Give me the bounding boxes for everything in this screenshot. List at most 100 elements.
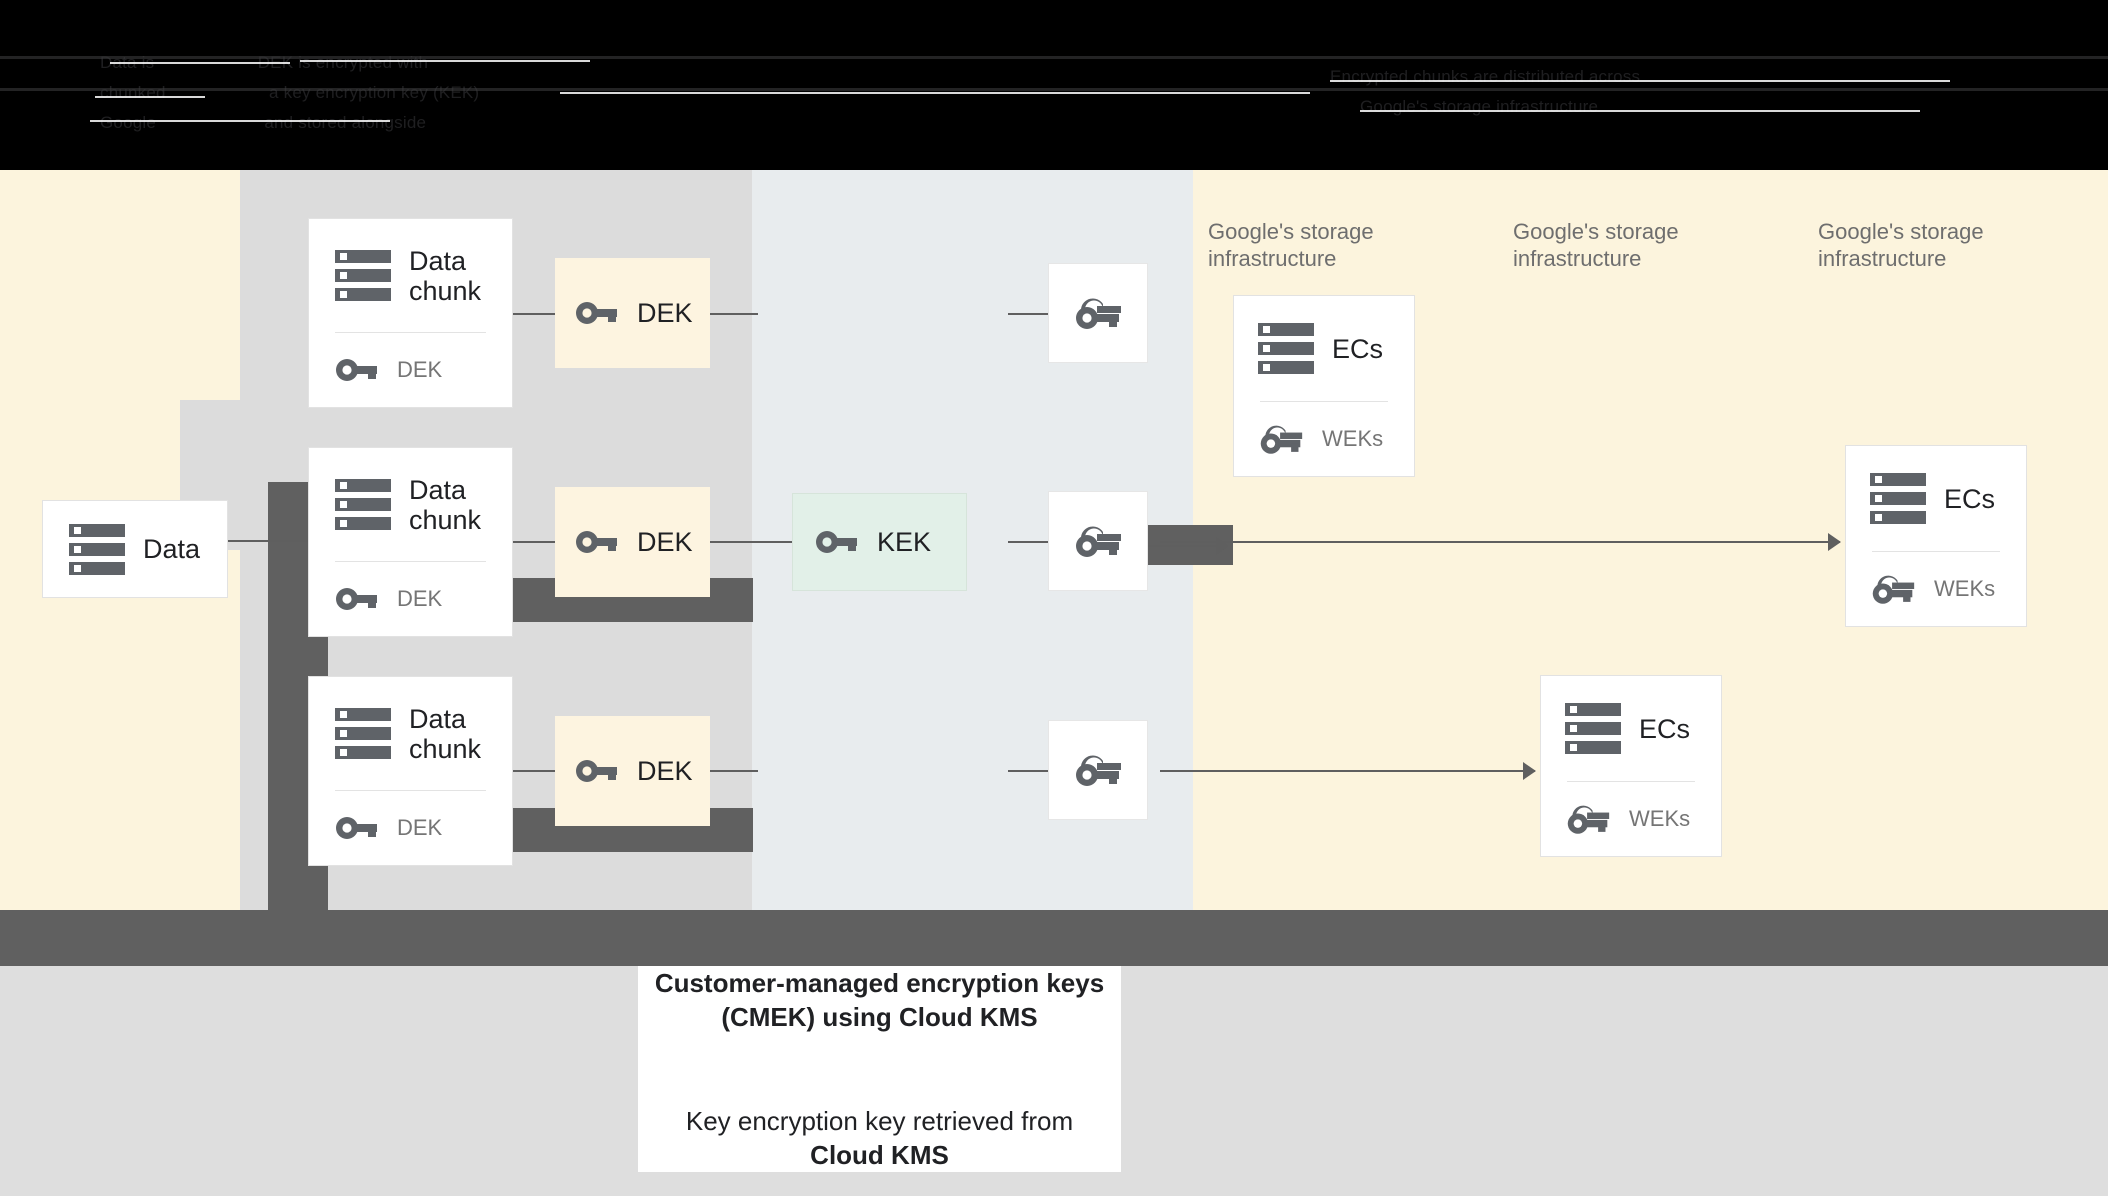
connector-dek2-out [710, 541, 758, 543]
storage-icon [335, 708, 391, 759]
chunk-card-header: Data chunk [309, 677, 512, 790]
bottom-separator-band [0, 910, 2108, 966]
key-icon [815, 528, 859, 556]
kek-card-label: KEK [877, 527, 932, 557]
ecs-card-1[interactable]: ECs WEKs [1233, 295, 1415, 477]
connector-chunk2-to-dek2 [510, 541, 555, 543]
connector-wek3-in [1008, 770, 1048, 772]
connector-kek-in [752, 541, 792, 543]
dek-card-label: DEK [637, 527, 693, 557]
storage-icon [1870, 473, 1926, 524]
caption-body: Key encryption key retrieved from Cloud … [686, 1070, 1073, 1172]
header-redaction-stroke [110, 62, 290, 64]
data-card[interactable]: Data [42, 500, 228, 598]
card-divider [1567, 781, 1695, 782]
wek-card-1[interactable] [1048, 263, 1148, 363]
ecs-card-3[interactable]: ECs WEKs [1540, 675, 1722, 857]
key-icon [575, 299, 619, 327]
storage-icon [69, 523, 125, 575]
ecs-card-key-label: WEKs [1322, 426, 1384, 451]
header-redaction-band [0, 88, 2108, 91]
dek-card-label: DEK [637, 298, 693, 328]
ecs-card-header: ECs [1846, 446, 2026, 551]
chunk-card-key-row: DEK [309, 562, 512, 636]
ecs-card-header: ECs [1541, 676, 1721, 781]
chunk-card-title: Data chunk [409, 703, 482, 764]
card-divider [335, 561, 486, 562]
wek-card-2[interactable] [1048, 491, 1148, 591]
ecs-card-key-row: WEKs [1541, 782, 1721, 856]
header-redaction-stroke [1360, 110, 1920, 112]
wek-card-row [1049, 721, 1147, 819]
wek-card-3[interactable] [1048, 720, 1148, 820]
caption-box: Customer-managed encryption keys (CMEK) … [638, 966, 1121, 1172]
wrapped-key-icon [1073, 524, 1123, 558]
ecs-card-title: ECs [1332, 333, 1384, 364]
obscured-header-bar: Data is DEK is encrypted with chunked a … [0, 0, 2108, 170]
storage-caption-1: Google's storage infrastructure [1208, 219, 1374, 271]
chunk-card-title: Data chunk [409, 474, 482, 535]
chunk-card-title: Data chunk [409, 245, 482, 306]
wrapped-key-icon [1073, 296, 1123, 330]
key-icon [575, 528, 619, 556]
dek-card-row: DEK [555, 258, 710, 368]
connector-wek1-in [1008, 313, 1048, 315]
chunk-card-key-row: DEK [309, 333, 512, 407]
key-icon [335, 585, 379, 613]
arrowhead-to-ecs2 [1828, 533, 1841, 551]
caption-body-prefix: Key encryption key retrieved from [685, 1106, 1074, 1136]
ecs-card-key-label: WEKs [1934, 576, 1996, 601]
caption-body-strong: Cloud KMS [810, 1140, 949, 1170]
storage-caption-2: Google's storage infrastructure [1513, 219, 1679, 271]
wek-card-row [1049, 264, 1147, 362]
wrapped-key-icon [1258, 423, 1304, 455]
dek-card-3[interactable]: DEK [555, 716, 710, 826]
connector-wek3-to-ecs3 [1160, 770, 1535, 772]
header-text-line-3: Google and stored alongside [100, 113, 427, 132]
header-redaction-band [0, 56, 2108, 59]
card-divider [1872, 551, 2000, 552]
dek-card-1[interactable]: DEK [555, 258, 710, 368]
key-icon [335, 356, 379, 384]
connector-dek3-out [710, 770, 758, 772]
ecs-card-2[interactable]: ECs WEKs [1845, 445, 2027, 627]
chunk-card-2[interactable]: Data chunk DEK [308, 447, 513, 637]
ecs-card-title: ECs [1639, 713, 1691, 744]
arrowhead-to-ecs1 [1216, 537, 1229, 555]
dek-card-2[interactable]: DEK [555, 487, 710, 597]
arrowhead-to-ecs3 [1523, 762, 1536, 780]
wrapped-key-icon [1565, 803, 1611, 835]
chunk-card-1[interactable]: Data chunk DEK [308, 218, 513, 408]
key-icon [575, 757, 619, 785]
card-divider [335, 790, 486, 791]
chunk-card-header: Data chunk [309, 219, 512, 332]
data-card-row: Data [43, 501, 227, 597]
card-divider [335, 332, 486, 333]
storage-caption-3: Google's storage infrastructure [1818, 219, 1984, 271]
storage-icon [1565, 703, 1621, 754]
data-card-label: Data [143, 534, 201, 564]
dek-card-row: DEK [555, 716, 710, 826]
ecs-card-header: ECs [1234, 296, 1414, 401]
wrapped-key-icon [1073, 753, 1123, 787]
caption-title: Customer-managed encryption keys (CMEK) … [654, 968, 1105, 1032]
storage-icon [1258, 323, 1314, 374]
diagram-canvas: Google's storage infrastructure Google's… [0, 170, 2108, 1196]
header-redaction-stroke [560, 92, 1310, 94]
ecs-card-key-row: WEKs [1846, 552, 2026, 626]
connector-chunk1-to-dek1 [510, 313, 555, 315]
header-redaction-stroke [95, 96, 205, 98]
kek-card[interactable]: KEK [792, 493, 967, 591]
card-divider [1260, 401, 1388, 402]
header-redaction-stroke [300, 60, 590, 62]
chunk-card-3[interactable]: Data chunk DEK [308, 676, 513, 866]
chunk-card-key-label: DEK [397, 586, 443, 611]
storage-icon [335, 250, 391, 301]
storage-icon [335, 479, 391, 530]
chunk-card-key-label: DEK [397, 815, 443, 840]
connector-data-to-chunks [228, 540, 308, 542]
wrapped-key-icon [1870, 573, 1916, 605]
connector-chunk3-to-dek3 [510, 770, 555, 772]
connector-dek1-out [710, 313, 758, 315]
ecs-card-title: ECs [1944, 483, 1996, 514]
